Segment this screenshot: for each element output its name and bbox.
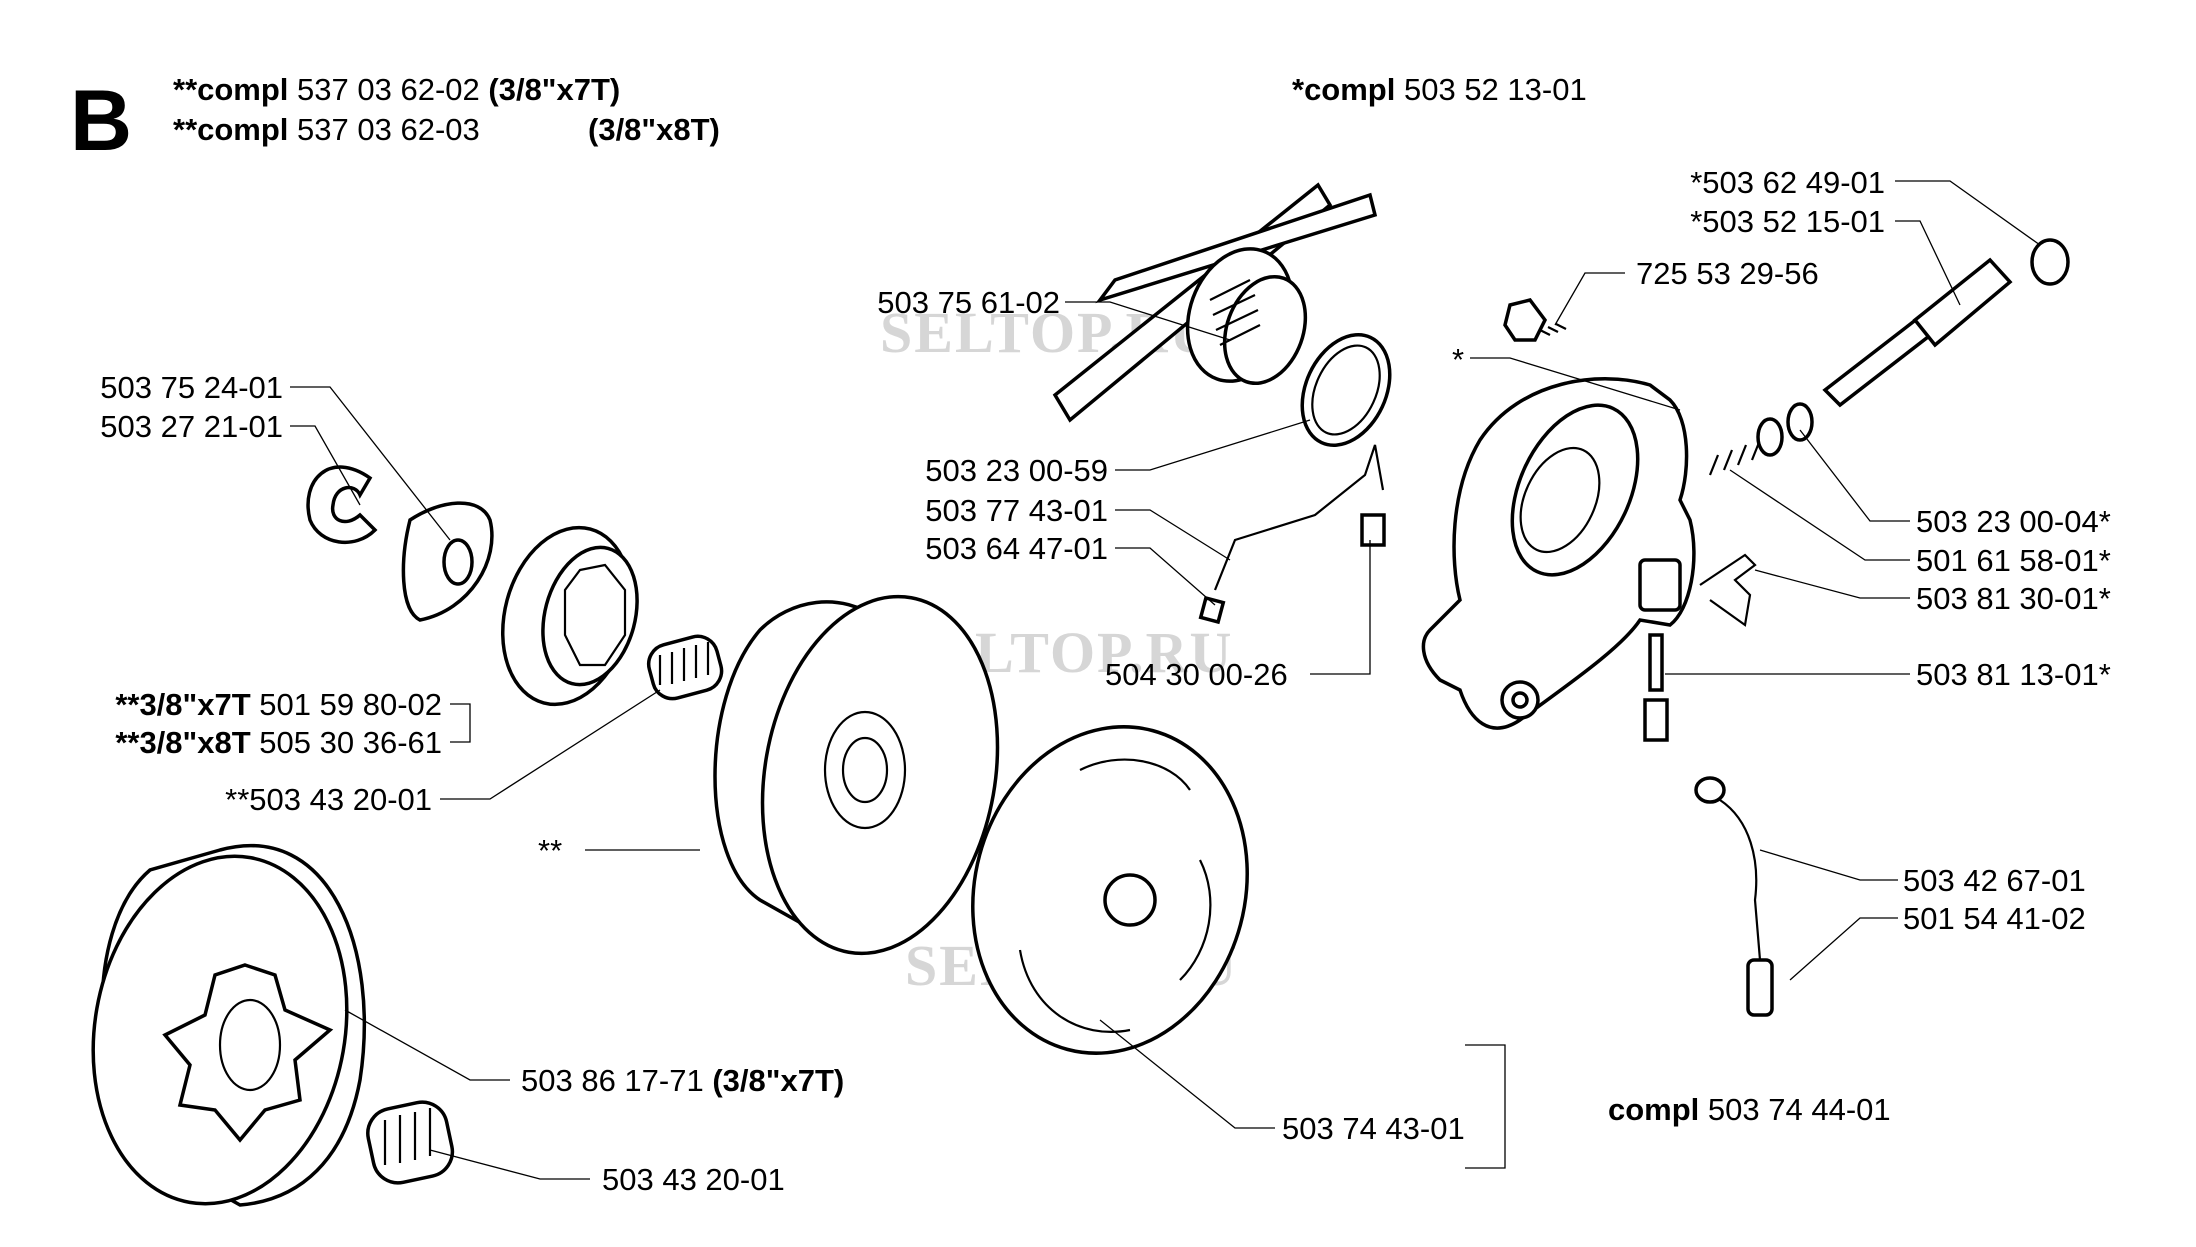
part-label: 503 27 21-01 — [100, 409, 283, 444]
section-letter: B — [70, 73, 132, 169]
oil-pipe-part — [1213, 444, 1385, 591]
part-label: 725 53 29-56 — [1636, 256, 1819, 291]
part-label: 503 64 47-01 — [925, 531, 1108, 566]
part-label: 503 77 43-01 — [925, 493, 1108, 528]
leader-lines — [290, 180, 2041, 1180]
drum-star-marker: ** — [538, 833, 562, 868]
header-assembly-8t: **compl 537 03 62-03(3/8"x8T) — [173, 112, 720, 147]
bolt-part — [1503, 298, 1567, 342]
oil-pump-housing-part — [1421, 377, 1696, 730]
part-label: 503 43 20-01 — [602, 1162, 785, 1197]
lock-washer-part — [306, 465, 378, 545]
part-label-rim-8t: **3/8"x8T 505 30 36-61 — [115, 725, 442, 760]
part-label: 503 75 24-01 — [100, 370, 283, 405]
needle-bearing-part — [646, 634, 724, 701]
part-label-rim-7t: **3/8"x7T 501 59 80-02 — [115, 687, 442, 722]
part-label: 503 86 17-71 (3/8"x7T) — [521, 1063, 844, 1098]
clutch-assembly-label: compl 503 74 44-01 — [1608, 1092, 1891, 1127]
part-label: 504 30 00-26 — [1105, 657, 1288, 692]
part-label: 503 42 67-01 — [1903, 863, 2086, 898]
part-label: 503 75 61-02 — [877, 285, 1060, 320]
clip-part — [1699, 553, 1757, 627]
washer-part — [401, 501, 494, 622]
spring-washers-part — [1708, 402, 1814, 476]
adjuster-screw-part — [1643, 633, 1669, 742]
part-label: 501 54 41-02 — [1903, 901, 2086, 936]
rim-sprocket-part — [500, 525, 639, 707]
worm-gear-part — [1052, 182, 1378, 423]
pump-star-marker: * — [1452, 342, 1464, 377]
nipple-part — [1198, 595, 1226, 625]
part-label: 503 74 43-01 — [1282, 1111, 1465, 1146]
part-label: 503 81 30-01* — [1916, 581, 2111, 616]
part-label: 503 23 00-59 — [925, 453, 1108, 488]
part-label: *503 52 15-01 — [1690, 204, 1885, 239]
part-label: 501 61 58-01* — [1916, 543, 2111, 578]
pump-shaft-part — [1822, 238, 2070, 408]
o-ring-part — [1300, 333, 1392, 447]
needle-bearing-part — [366, 1100, 455, 1185]
clutch-drum-part — [713, 594, 1000, 956]
suction-hose-part — [1694, 776, 1774, 1017]
part-label: 503 81 13-01* — [1916, 657, 2111, 692]
spur-sprocket-drum-part — [91, 843, 367, 1207]
header-assembly-7t: **compl 537 03 62-02 (3/8"x7T) — [173, 72, 620, 107]
part-label: **503 43 20-01 — [225, 782, 432, 817]
header-pump-assembly: *compl 503 52 13-01 — [1292, 72, 1587, 107]
part-label: *503 62 49-01 — [1690, 165, 1885, 200]
clutch-part — [971, 725, 1249, 1055]
seal-part — [1360, 513, 1386, 547]
part-label: 503 23 00-04* — [1916, 504, 2111, 539]
